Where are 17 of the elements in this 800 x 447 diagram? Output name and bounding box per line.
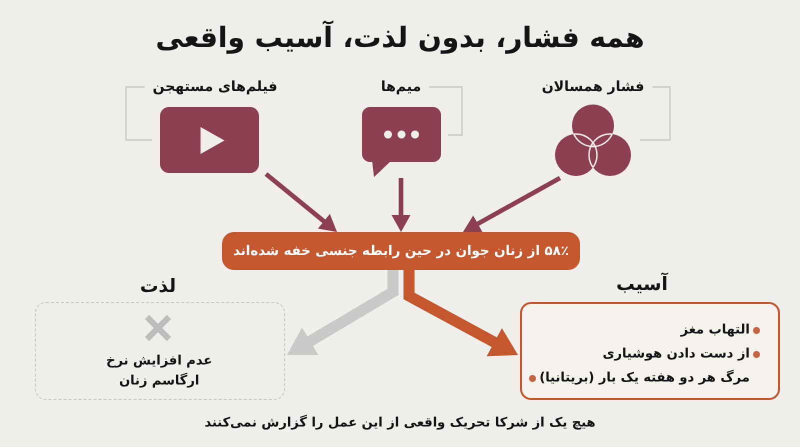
icon-label: فیلم‌های مستهجن [152, 78, 278, 96]
arrow [392, 178, 410, 232]
list-item: التهاب مغز [680, 322, 750, 340]
icon-label: فشار همسالان [542, 78, 644, 96]
arrow [287, 270, 398, 355]
list-item: مرگ هر دو هفته یک بار (بریتانیا) [539, 370, 750, 388]
arrow [264, 172, 337, 232]
icon-label: میم‌ها [380, 78, 422, 96]
arrow [404, 270, 518, 356]
box-text: عدم افزایش نرخ ارگاسم زنان [105, 352, 214, 390]
title: همه فشار، بدون لذت، آسیب واقعی [155, 20, 645, 56]
box-heading: آسیب [616, 272, 668, 297]
list-item: از دست دادن هوشیاری [602, 346, 750, 364]
arrow [463, 176, 562, 232]
footnote: هیچ یک از شرکا تحریک واقعی از این عمل را گزارش نمی‌کنند [204, 416, 596, 432]
banner: ۵۸٪ از زنان جوان در حین رابطه جنسی خفه شده‌اند [222, 232, 580, 270]
box-heading: لذت [140, 274, 176, 299]
